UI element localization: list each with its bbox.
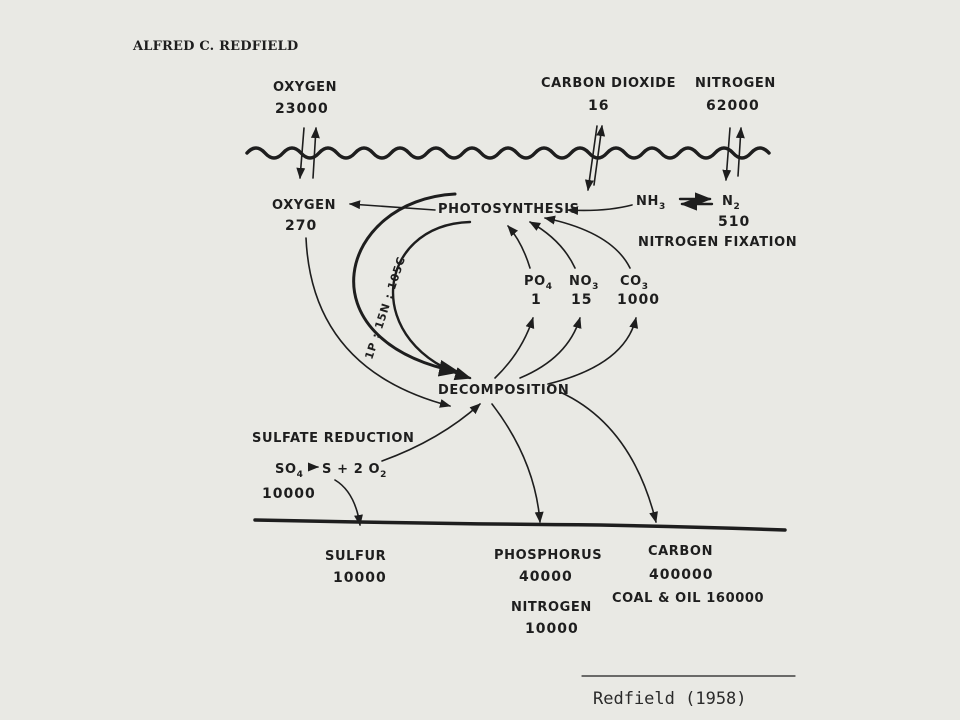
sediment-nitrogen-label: NITROGEN [511, 600, 592, 615]
sediment-carbon-label: CARBON [648, 544, 713, 559]
atmosphere-nitrogen-value: 62000 [706, 98, 760, 114]
coal-oil-label: COAL & OIL 160000 [612, 591, 764, 606]
sediment-sulfur-label: SULFUR [325, 549, 386, 564]
recycling-loop-arrow: 1P : 15N : 105C [352, 192, 472, 381]
so4-label: SO4 [275, 462, 304, 480]
citation-text: Redfield (1958) [593, 689, 747, 709]
author-heading: ALFRED C. REDFIELD [132, 39, 298, 54]
nitrogen-fixation-label: NITROGEN FIXATION [638, 235, 797, 250]
sediment-line [253, 518, 787, 532]
nitrogen-air-sea-exchange-arrow [722, 126, 745, 182]
co2-air-sea-exchange-arrow [584, 124, 606, 192]
redfield-ratio-label: 1P : 15N : 105C [362, 255, 408, 361]
n2-label: N2 [722, 194, 740, 212]
nitrate-pool: NO3 15 [569, 274, 599, 308]
sulfate-to-decomposition-arrow [381, 403, 481, 462]
sulfate-reduction-value: 10000 [262, 486, 316, 502]
co3-uptake-arrow [543, 215, 631, 269]
no3-value: 15 [571, 292, 592, 308]
sediment-phosphorus-label: PHOSPHORUS [494, 548, 602, 563]
atmosphere-nitrogen: NITROGEN 62000 [695, 76, 776, 114]
atmosphere-co2-value: 16 [588, 98, 609, 114]
sulfate-to-sediment-arrow [334, 479, 363, 527]
co3-value: 1000 [617, 292, 660, 308]
no3-label: NO3 [569, 274, 599, 292]
po4-value: 1 [531, 292, 542, 308]
nh3-to-photosynthesis-arrow [566, 204, 633, 216]
nh3-label: NH3 [636, 194, 666, 212]
atmosphere-oxygen-value: 23000 [275, 101, 329, 117]
sediment-nitrogen-value: 10000 [525, 621, 579, 637]
po4-label: PO4 [524, 274, 553, 292]
oxygen-air-sea-exchange-arrow [296, 126, 320, 180]
decomposition-node: DECOMPOSITION [438, 383, 569, 398]
nitrogen-fixation-group: NH3 N2 510 NITROGEN FIXATION [636, 192, 797, 250]
atmosphere-nitrogen-label: NITROGEN [695, 76, 776, 91]
atmosphere-oxygen-label: OXYGEN [273, 80, 337, 95]
sediment-phosphorus: PHOSPHORUS 40000 [494, 548, 602, 585]
oxygen-to-decomposition-arrow [305, 237, 452, 408]
water-oxygen-label: OXYGEN [272, 198, 336, 213]
decomposition-to-co3-arrow [547, 316, 639, 385]
sulfate-reduction-group: SULFATE REDUCTION SO4 S + 2 O2 10000 [252, 431, 415, 502]
water-oxygen-value: 270 [285, 218, 317, 234]
sediment-sulfur-value: 10000 [333, 570, 387, 586]
nh3-n2-equilibrium-arrow [678, 192, 714, 211]
sediment-sulfur: SULFUR 10000 [325, 549, 387, 586]
co3-label: CO3 [620, 274, 649, 292]
sulfate-reduction-label: SULFATE REDUCTION [252, 431, 415, 446]
decomposition-to-po4-arrow [494, 316, 535, 379]
sulfate-reaction-products: S + 2 O2 [322, 462, 387, 480]
sea-surface-line [245, 146, 771, 160]
sediment-carbon: CARBON 400000 COAL & OIL 160000 [612, 544, 764, 606]
carbonate-pool: CO3 1000 [617, 274, 660, 308]
atmosphere-carbon-dioxide: CARBON DIOXIDE 16 [541, 76, 676, 114]
atmosphere-oxygen: OXYGEN 23000 [273, 80, 337, 117]
n2-value: 510 [718, 214, 750, 230]
sediment-carbon-value: 400000 [649, 567, 713, 583]
photosynthesis-to-oxygen-arrow [348, 200, 436, 211]
atmosphere-co2-label: CARBON DIOXIDE [541, 76, 676, 91]
sediment-phosphorus-value: 40000 [519, 569, 573, 585]
photosynthesis-node: PHOTOSYNTHESIS [438, 202, 580, 217]
no3-uptake-arrow [529, 221, 576, 269]
water-oxygen: OXYGEN 270 [272, 198, 336, 234]
phosphate-pool: PO4 1 [524, 274, 553, 308]
sediment-nitrogen: NITROGEN 10000 [511, 600, 592, 637]
decomposition-to-carbon-arrow [559, 391, 658, 524]
decomposition-to-phosphorus-arrow [491, 403, 544, 524]
po4-uptake-arrow [507, 225, 531, 269]
decomposition-to-no3-arrow [519, 316, 582, 379]
